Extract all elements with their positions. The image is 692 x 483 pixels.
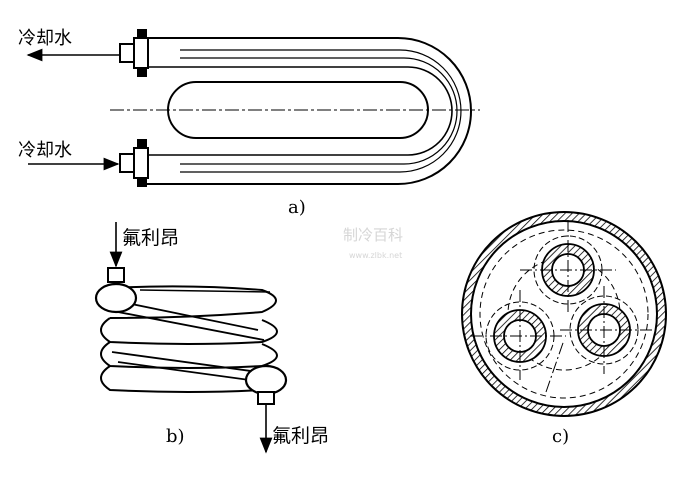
bottom-flange: [119, 153, 135, 173]
panel-a-inlet-label: 冷却水: [18, 140, 72, 161]
inner-pipe: [140, 66, 453, 156]
panel-a-double-pipe-condenser: [26, 29, 480, 187]
panel-b-caption: b): [166, 426, 185, 447]
coil-outlet-header: [244, 364, 288, 396]
inner-oval: [167, 81, 429, 139]
panel-a-outlet-label: 冷却水: [18, 28, 72, 49]
watermark: 制冷百科 www.zlbk.net: [343, 226, 403, 260]
panel-c-caption: c): [552, 426, 569, 447]
coil-turn-1: [109, 285, 277, 319]
outer-pipe: [140, 37, 472, 185]
top-flange: [119, 43, 135, 63]
coil-inlet-header: [94, 282, 138, 314]
panel-a-caption: a): [288, 197, 306, 218]
watermark-title: 制冷百科: [343, 226, 403, 244]
watermark-url: www.zlbk.net: [349, 251, 402, 260]
panel-b-outlet-label: 氟利昂: [272, 425, 329, 447]
panel-b-inlet-label: 氟利昂: [122, 227, 179, 249]
panel-b-coil-condenser: [94, 222, 288, 454]
coil-turn-2: [100, 341, 278, 369]
panel-c-cross-section: [461, 211, 667, 417]
